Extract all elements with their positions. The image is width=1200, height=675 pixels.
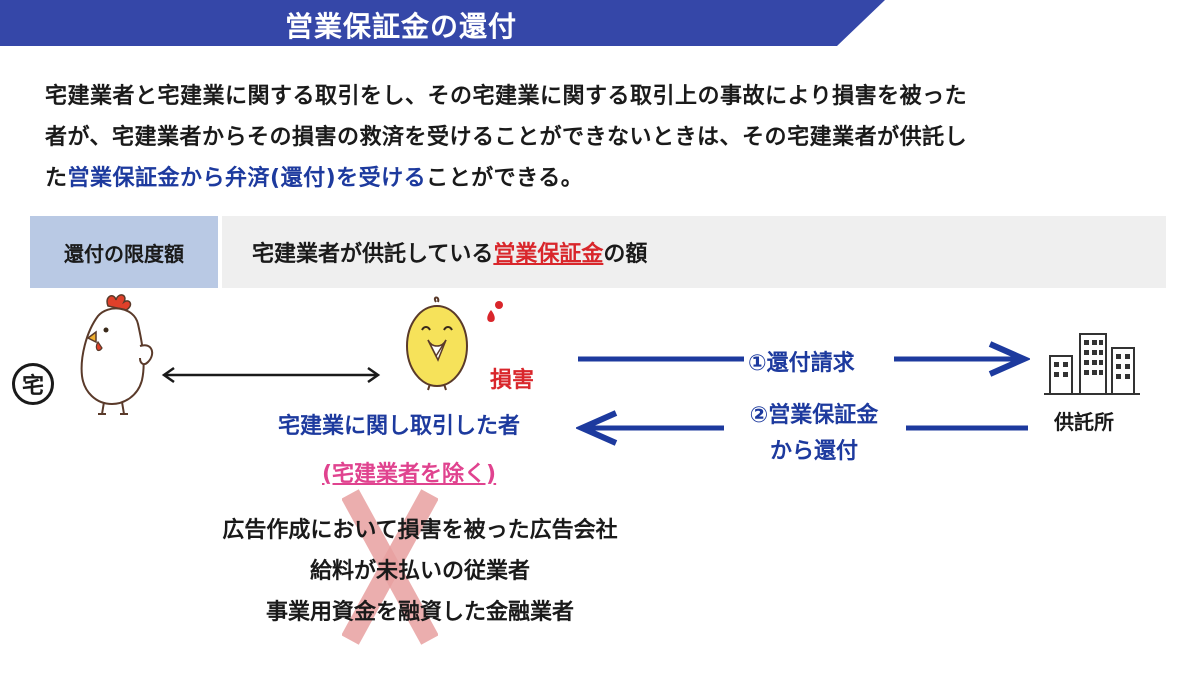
chicken-broker-icon bbox=[80, 294, 154, 415]
refund-payment-arrow bbox=[576, 410, 1028, 446]
intro-paragraph: 宅建業者と宅建業に関する取引をし、その宅建業に関する取引上の事故により損害を被っ… bbox=[45, 76, 1165, 199]
refund-limit-prefix: 宅建業者が供託している bbox=[252, 242, 494, 267]
damage-label: 損害 bbox=[490, 368, 535, 393]
page-title: 営業保証金の還付 bbox=[285, 10, 518, 43]
intro-highlight: 営業保証金から弁済(還付)を受ける bbox=[67, 166, 427, 191]
building-icon bbox=[1044, 333, 1140, 395]
excluded-item: 事業用資金を融資した金融業者 bbox=[265, 600, 574, 625]
party-label: 宅建業に関し取引した者 bbox=[278, 414, 521, 439]
deposit-office-label: 供託所 bbox=[1054, 410, 1114, 434]
chick-party-icon bbox=[406, 296, 468, 391]
refund-limit-value: 宅建業者が供託している営業保証金の額 bbox=[222, 216, 1166, 288]
intro-line-2: 者が、宅建業者からその損害の救済を受けることができないときは、その宅建業者が供託… bbox=[45, 125, 968, 150]
excluded-item: 広告作成において損害を被った広告会社 bbox=[222, 518, 618, 543]
party-exclusion-note: (宅建業者を除く) bbox=[322, 462, 497, 487]
intro-line-1: 宅建業者と宅建業に関する取引をし、その宅建業に関する取引上の事故により損害を被っ… bbox=[45, 84, 968, 109]
refund-limit-row: 還付の限度額 宅建業者が供託している営業保証金の額 bbox=[30, 216, 1166, 288]
refund-limit-suffix: の額 bbox=[603, 242, 648, 267]
intro-line-3: た営業保証金から弁済(還付)を受けることができる。 bbox=[45, 158, 1165, 199]
step1-label: ①還付請求 bbox=[748, 351, 855, 376]
refund-request-arrow bbox=[578, 341, 1030, 377]
title-banner bbox=[0, 0, 885, 46]
step2-label: ②営業保証金 から還付 bbox=[724, 398, 904, 470]
blood-drop-icon bbox=[487, 301, 503, 322]
intro-line-3-prefix: た bbox=[45, 166, 68, 191]
cross-mark-icon bbox=[342, 489, 438, 645]
intro-line-3-suffix: ことができる。 bbox=[426, 166, 584, 191]
excluded-item: 給料が未払いの従業者 bbox=[309, 559, 530, 584]
excluded-parties-list: 広告作成において損害を被った広告会社 給料が未払いの従業者 事業用資金を融資した… bbox=[160, 510, 680, 633]
step2-line-1: ②営業保証金 bbox=[749, 403, 879, 428]
refund-limit-highlight: 営業保証金 bbox=[493, 242, 604, 267]
transaction-arrow bbox=[161, 366, 381, 384]
refund-limit-label: 還付の限度額 bbox=[30, 216, 218, 288]
step2-line-2: から還付 bbox=[769, 439, 858, 464]
broker-symbol-icon: 宅 bbox=[12, 363, 54, 405]
